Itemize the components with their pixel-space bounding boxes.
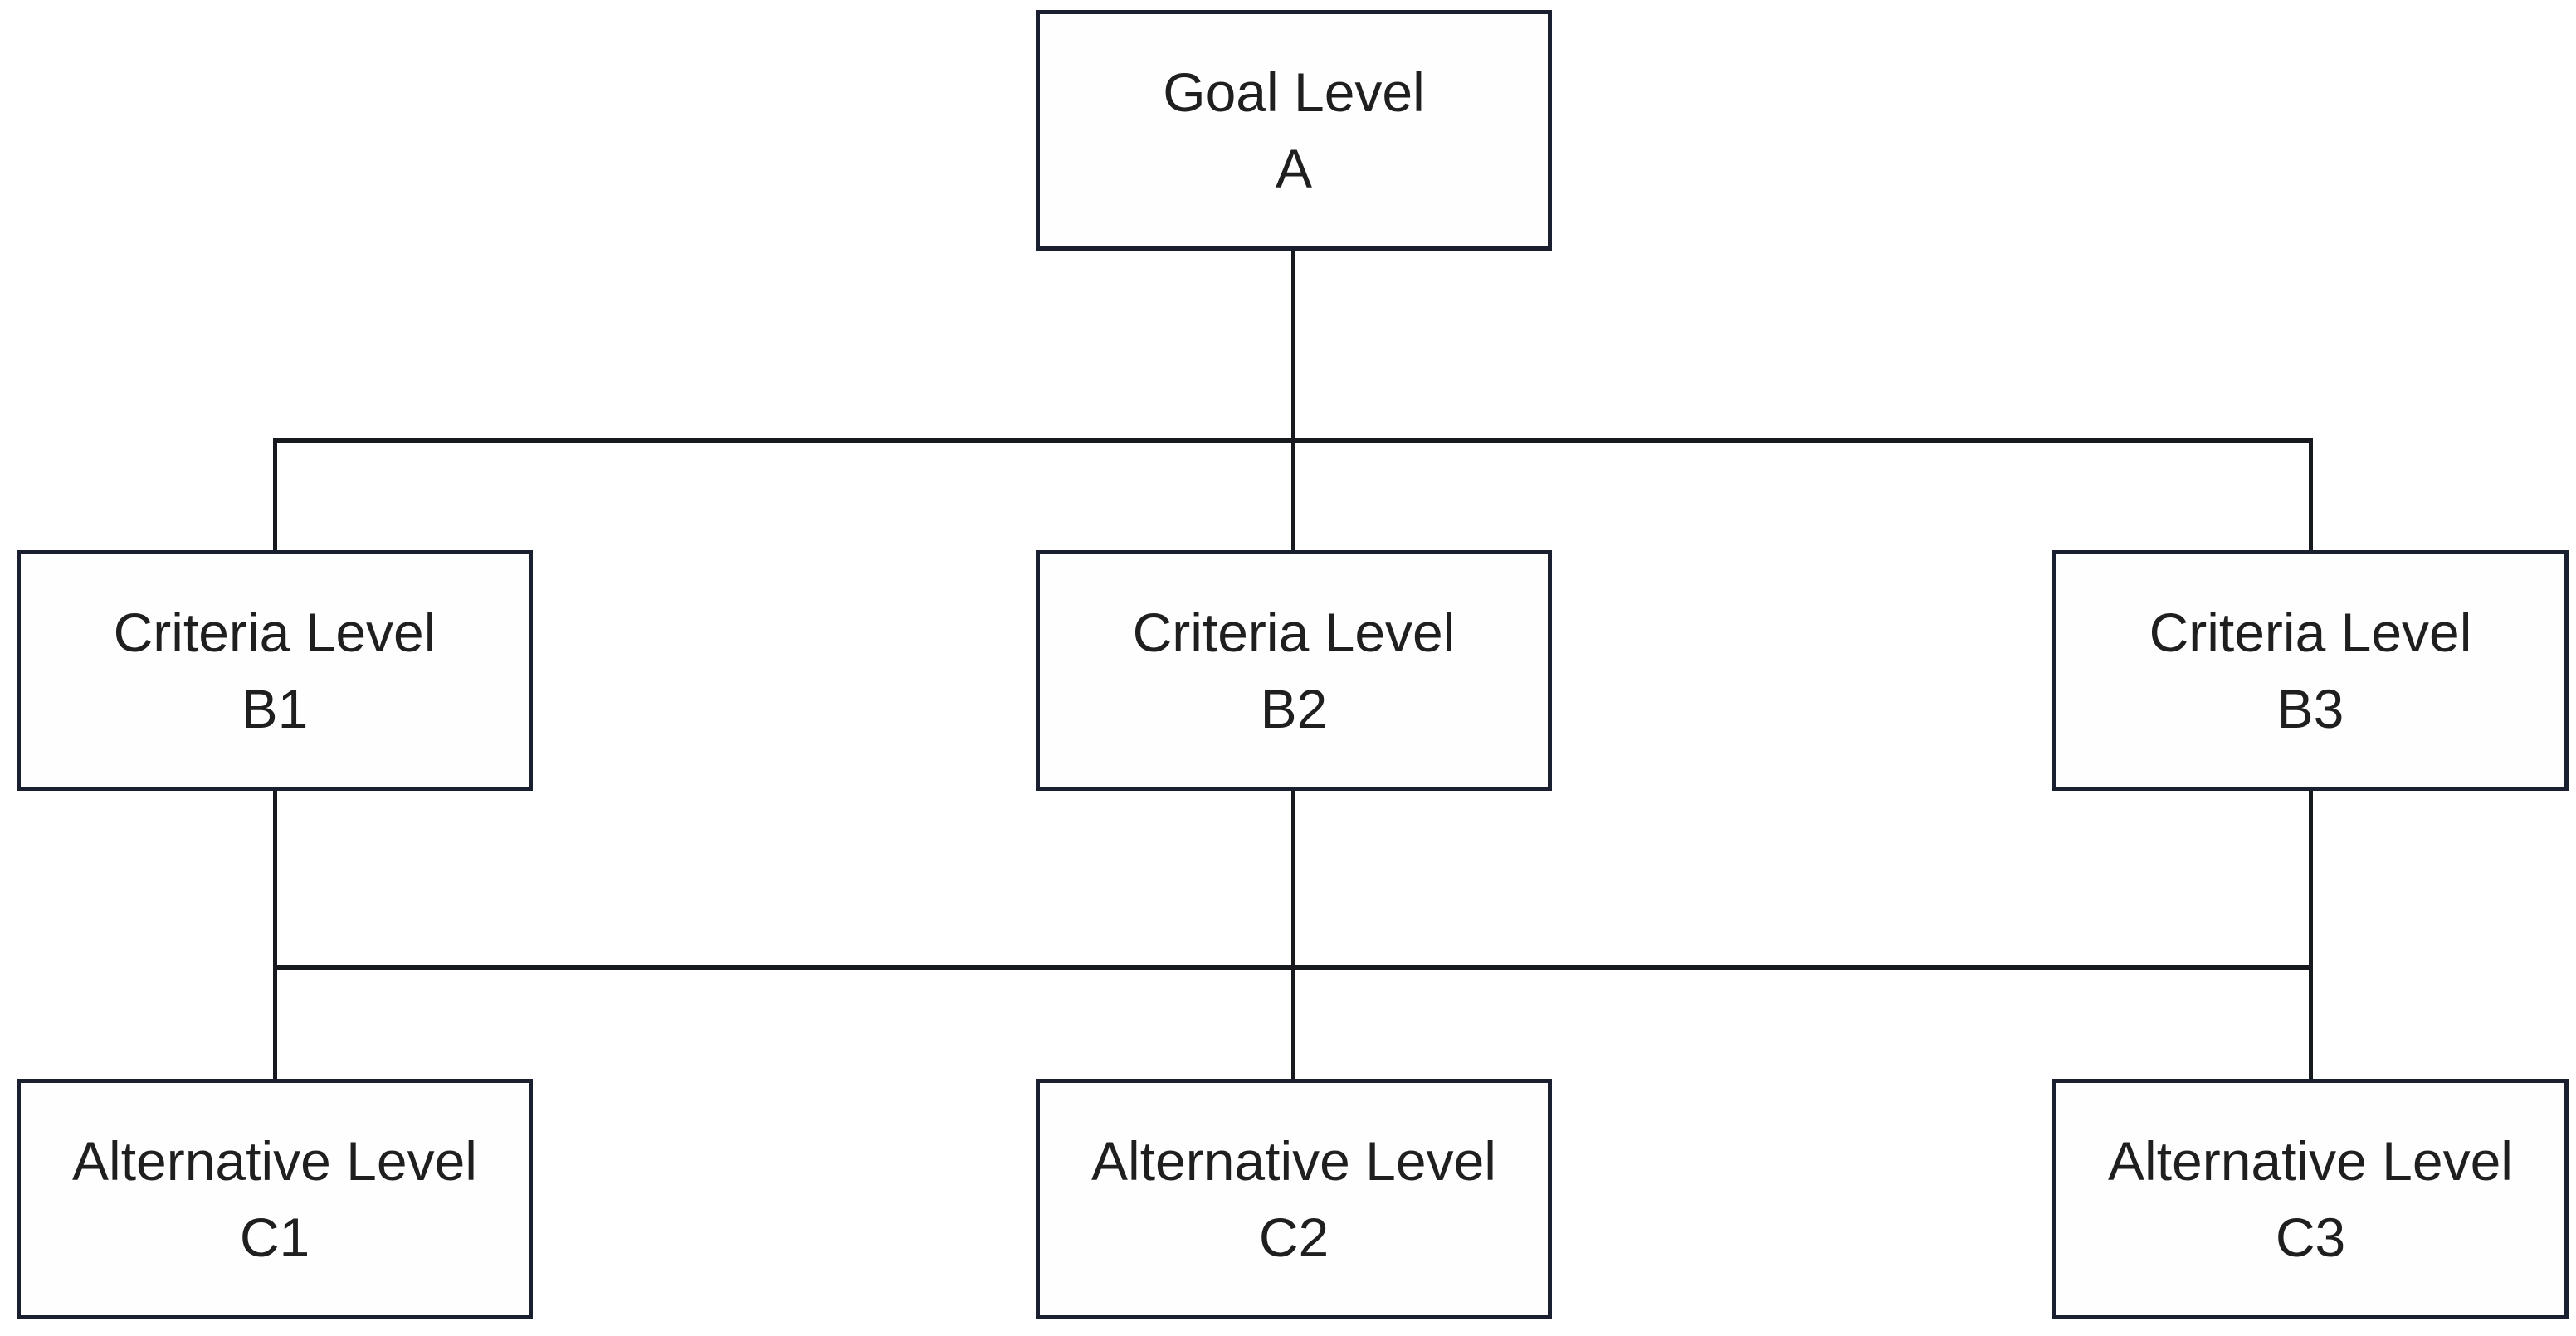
node-criteria-b1: Criteria Level B1 xyxy=(17,550,533,791)
connector-level1-horizontal xyxy=(273,438,2313,443)
node-label-line2: C1 xyxy=(239,1207,310,1268)
connector-level1-drop-b1 xyxy=(273,441,277,550)
node-label-line1: Goal Level xyxy=(1163,61,1425,123)
node-label-line2: C3 xyxy=(2275,1207,2346,1268)
node-alternative-c3: Alternative Level C3 xyxy=(2052,1079,2569,1319)
node-label-line1: Alternative Level xyxy=(1091,1130,1496,1192)
connector-b1-to-c1-vertical xyxy=(273,791,277,1079)
node-label-line1: Criteria Level xyxy=(1132,602,1456,663)
node-alternative-c1: Alternative Level C1 xyxy=(17,1079,533,1319)
connector-goal-to-b2-vertical xyxy=(1291,251,1295,550)
node-label-line1: Alternative Level xyxy=(72,1130,477,1192)
node-criteria-b2: Criteria Level B2 xyxy=(1036,550,1552,791)
node-label-line2: B1 xyxy=(241,678,309,739)
node-criteria-b3: Criteria Level B3 xyxy=(2052,550,2569,791)
node-goal-a: Goal Level A xyxy=(1036,10,1552,251)
node-label-line1: Alternative Level xyxy=(2108,1130,2513,1192)
node-label-line2: C2 xyxy=(1258,1207,1329,1268)
connector-level2-horizontal xyxy=(273,965,2313,970)
connector-level1-drop-b3 xyxy=(2309,441,2313,550)
node-label-line1: Criteria Level xyxy=(2149,602,2472,663)
node-label-line2: B2 xyxy=(1260,678,1328,739)
node-label-line2: B3 xyxy=(2276,678,2344,739)
connector-b3-to-c3-vertical xyxy=(2309,791,2313,1079)
node-alternative-c2: Alternative Level C2 xyxy=(1036,1079,1552,1319)
connector-b2-to-c2-vertical xyxy=(1291,791,1295,1079)
node-label-line2: A xyxy=(1275,138,1313,199)
node-label-line1: Criteria Level xyxy=(113,602,437,663)
